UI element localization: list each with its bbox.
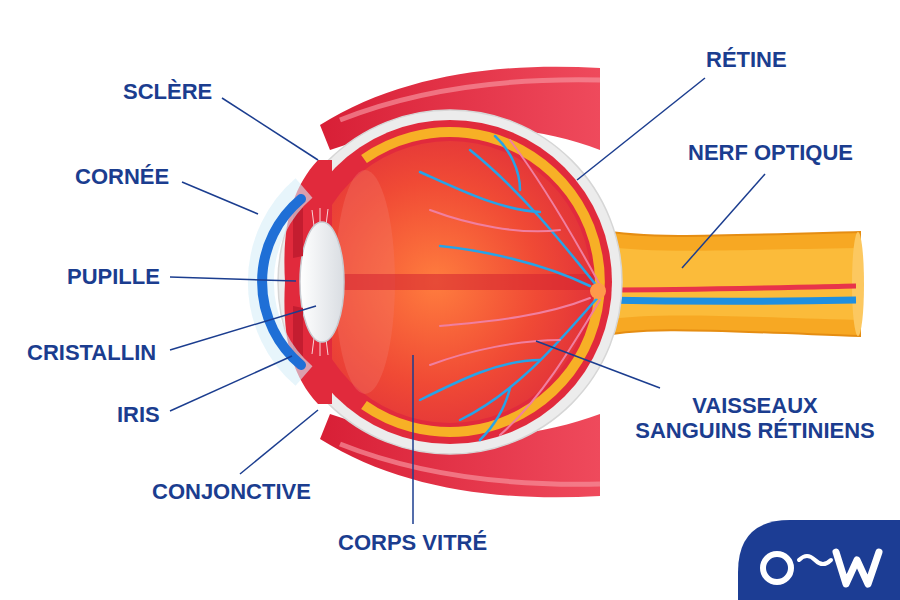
vein bbox=[440, 246, 590, 286]
vein bbox=[420, 172, 540, 212]
vein bbox=[420, 360, 540, 400]
optic-disc bbox=[590, 283, 606, 299]
central-vein bbox=[600, 300, 856, 302]
leader-line bbox=[682, 174, 765, 268]
cornea-halo bbox=[261, 188, 304, 376]
leader-line bbox=[170, 356, 292, 411]
artery bbox=[440, 298, 590, 326]
artery bbox=[500, 300, 600, 435]
optic-nerve bbox=[590, 228, 860, 338]
vein bbox=[495, 136, 520, 190]
part-label: PUPILLE bbox=[67, 264, 160, 289]
leader-line bbox=[170, 306, 316, 350]
visual-axis bbox=[305, 274, 595, 290]
part-label: SCLÈRE bbox=[123, 79, 212, 104]
part-label: RÉTINE bbox=[706, 47, 787, 72]
leader-line bbox=[577, 78, 705, 180]
logo-mark bbox=[836, 552, 879, 584]
vein bbox=[470, 150, 600, 290]
leader-line bbox=[412, 355, 414, 524]
part-label: VAISSEAUX SANGUINS RÉTINIENS bbox=[634, 393, 876, 444]
part-label: NERF OPTIQUE bbox=[688, 140, 853, 165]
optic-nerve-core bbox=[600, 246, 858, 320]
brand-logo bbox=[738, 520, 900, 600]
leader-line bbox=[536, 341, 660, 388]
artery bbox=[430, 210, 560, 231]
artery bbox=[430, 340, 560, 365]
fiber bbox=[312, 210, 314, 226]
fiber bbox=[312, 338, 314, 354]
part-label: CRISTALLIN bbox=[27, 340, 156, 365]
part-label: CORNÉE bbox=[75, 164, 169, 189]
artery bbox=[510, 140, 600, 285]
retinal-veins bbox=[420, 136, 600, 440]
vein bbox=[480, 388, 510, 440]
leader-line bbox=[170, 277, 296, 281]
leader-line bbox=[222, 98, 318, 160]
logo-mark bbox=[763, 554, 791, 582]
lens bbox=[300, 222, 344, 342]
cornea bbox=[262, 199, 301, 365]
leader-lines bbox=[170, 78, 765, 524]
part-label: IRIS bbox=[117, 402, 160, 427]
retinal-arteries bbox=[430, 140, 600, 435]
leader-line bbox=[240, 410, 318, 474]
sclera bbox=[288, 120, 612, 444]
part-label: CONJONCTIVE bbox=[152, 479, 311, 504]
logo-mark bbox=[799, 556, 831, 564]
part-label: CORPS VITRÉ bbox=[338, 530, 487, 555]
leader-line bbox=[182, 182, 258, 214]
central-artery bbox=[600, 286, 856, 290]
sclera-outer bbox=[278, 110, 622, 454]
